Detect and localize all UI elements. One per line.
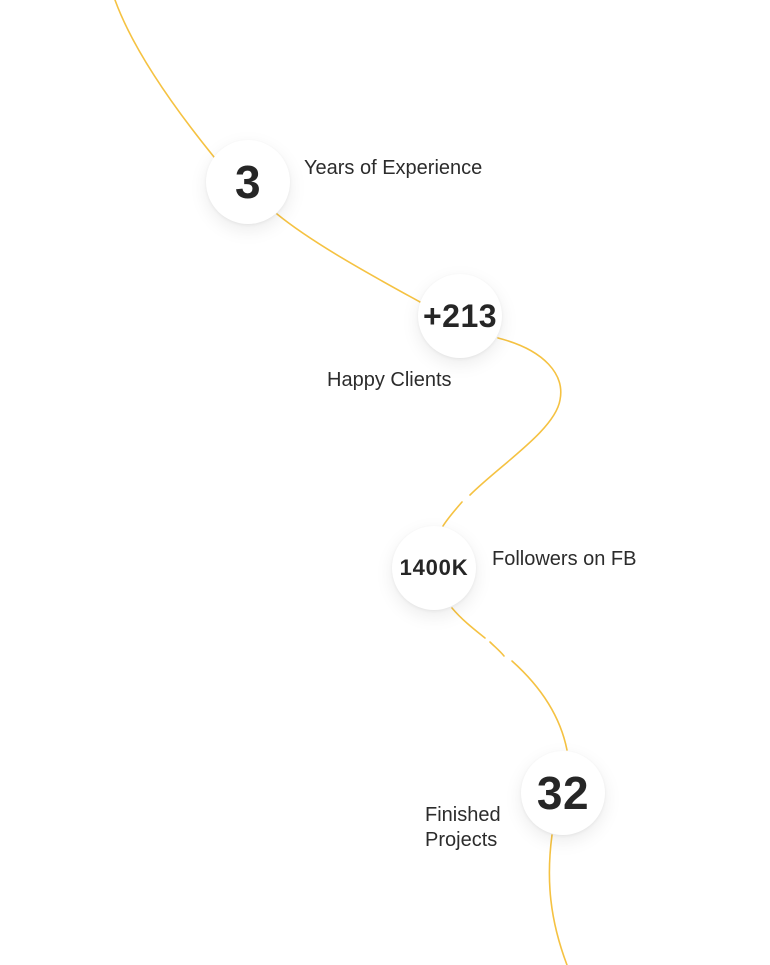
timeline-segment [276, 213, 421, 303]
stat-label-years: Years of Experience [304, 157, 483, 179]
timeline-segment [114, 0, 215, 158]
timeline-segment [511, 660, 568, 751]
stat-value: 32 [536, 767, 590, 819]
stat-badge-followers: 1400K [392, 526, 476, 610]
timeline-segment [489, 641, 505, 657]
timeline-segment [442, 501, 463, 527]
stat-value: +213 [422, 297, 498, 334]
timeline-segment [548, 834, 568, 965]
stat-value: 1400K [399, 555, 469, 580]
stat-badge-years: 3 [206, 140, 290, 224]
stat-badge-clients: +213 [418, 274, 502, 358]
timeline-segment [451, 607, 486, 639]
stat-badge-projects: 32 [521, 751, 605, 835]
stat-label-clients: Happy Clients [327, 369, 452, 391]
stat-label-projects: Finished Projects [425, 804, 501, 851]
stat-label-followers: Followers on FB [492, 548, 637, 570]
stat-value: 3 [234, 156, 262, 208]
timeline-segment [469, 337, 562, 496]
